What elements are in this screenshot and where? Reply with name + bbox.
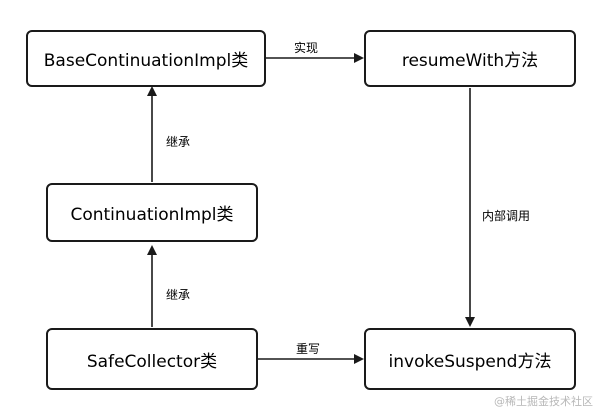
node-invoke-suspend: invokeSuspend方法 <box>364 328 576 390</box>
edge-label-inherits-upper: 继承 <box>166 135 191 149</box>
node-safe-collector: SafeCollector类 <box>46 328 258 390</box>
watermark: @稀土掘金技术社区 <box>494 395 593 408</box>
edge-label-overrides: 重写 <box>296 342 321 356</box>
node-continuation-impl: ContinuationImpl类 <box>46 183 258 242</box>
edge-label-inherits-lower: 继承 <box>166 288 191 302</box>
node-resume-with: resumeWith方法 <box>364 30 576 87</box>
node-base-continuation-impl: BaseContinuationImpl类 <box>26 30 266 87</box>
edge-label-internal-call: 内部调用 <box>482 209 531 223</box>
edge-label-implements: 实现 <box>294 41 319 55</box>
